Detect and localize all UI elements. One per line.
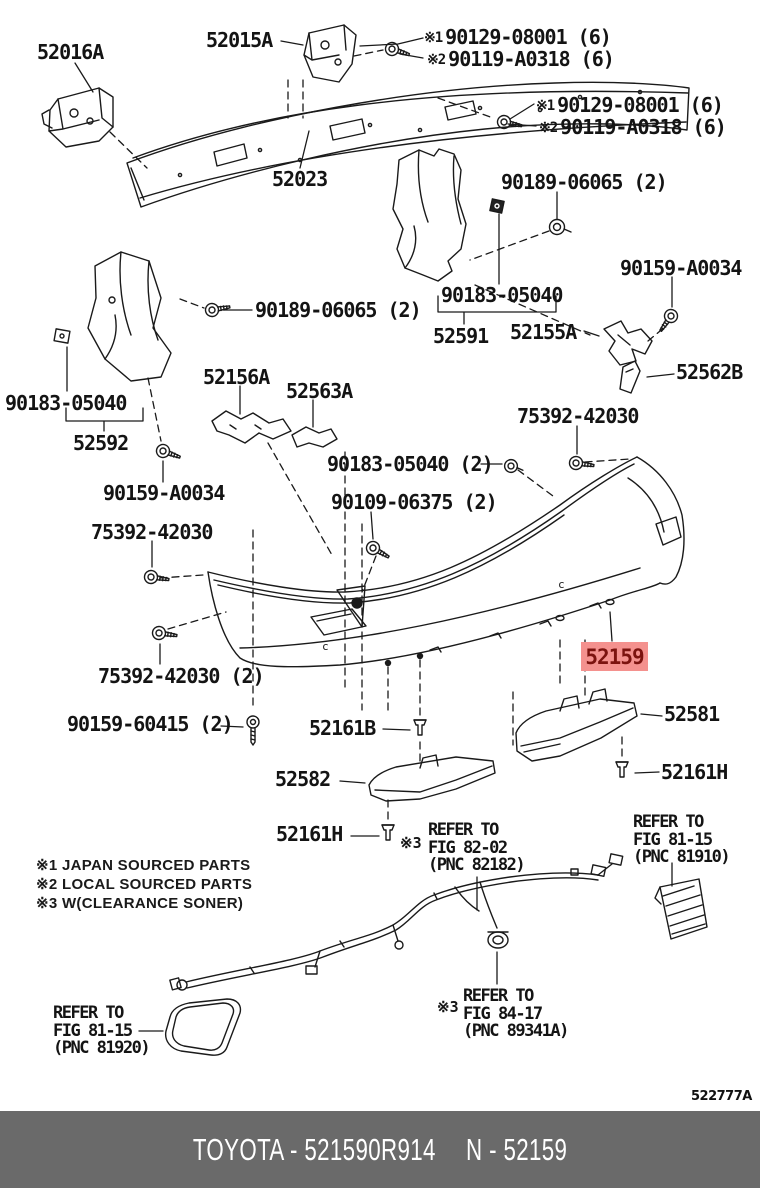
part-label-52563a[interactable]: 52563A — [286, 379, 353, 403]
part-label-75392-42030-a[interactable]: 75392-42030 — [91, 520, 213, 544]
ref-fig-81-15-right[interactable]: REFER TO FIG 81-15 (PNC 81910) — [633, 812, 731, 867]
leader-lines — [66, 38, 674, 1031]
ref-fig-81-15-left[interactable]: REFER TO FIG 81-15 (PNC 81920) — [53, 1003, 151, 1058]
part-label-90159-a0034-b[interactable]: 90159-A0034 — [103, 481, 225, 505]
footer-bar: TOYOTA - 521590R914 N - 52159 — [0, 1111, 760, 1188]
drawing-mark-c: c — [322, 640, 329, 653]
ref-marker-3b: ※3 — [437, 998, 459, 1016]
part-drawing-52581 — [516, 689, 637, 761]
part-drawing-52015a — [304, 25, 356, 82]
highlighted-part-label-52159[interactable]: 52159 — [581, 642, 648, 671]
part-drawing-52563a — [292, 427, 337, 447]
part-drawing-52155a — [604, 321, 652, 365]
note-clearance-sonar: ※3 W(CLEARANCE SONER) — [36, 895, 244, 912]
drawing-mark-c: c — [558, 578, 565, 591]
part-label-90109-06375[interactable]: 90109-06375 (2) — [331, 490, 498, 514]
part-label-52016a[interactable]: 52016A — [37, 40, 104, 64]
part-label-52161h-a[interactable]: 52161H — [276, 822, 343, 846]
part-label-90159-a0034-a[interactable]: 90159-A0034 — [620, 256, 742, 280]
part-drawing-52016a — [42, 88, 113, 147]
part-drawing-52582 — [369, 755, 495, 801]
part-drawing-52159-bumper: c c — [208, 457, 684, 667]
part-label-52155a[interactable]: 52155A — [510, 320, 577, 344]
sourcing-notes: ※1 JAPAN SOURCED PARTS ※2 LOCAL SOURCED … — [36, 856, 252, 913]
footer-catalog-number: TOYOTA - 521590R914 — [192, 1131, 436, 1167]
part-label-90189-06065-a[interactable]: 90189-06065 (2) — [501, 170, 668, 194]
part-label-90183-05040-a[interactable]: 90183-05040 — [441, 283, 563, 307]
part-label-75392-42030-c[interactable]: 75392-42030 (2) — [98, 664, 265, 688]
part-drawing-52156a — [212, 411, 291, 443]
part-label-52582[interactable]: 52582 — [275, 767, 331, 791]
part-label-52592[interactable]: 52592 — [73, 431, 129, 455]
note-local-sourced: ※2 LOCAL SOURCED PARTS — [36, 876, 253, 893]
part-label-75392-42030-b[interactable]: 75392-42030 — [517, 404, 639, 428]
part-label-52161b[interactable]: 52161B — [309, 716, 376, 740]
part-drawing-52562b — [620, 361, 640, 393]
ref-marker-3a: ※3 — [400, 834, 422, 852]
part-drawing-ref-81910 — [655, 879, 707, 939]
part-label-52023[interactable]: 52023 — [272, 167, 328, 191]
part-label-52562b[interactable]: 52562B — [676, 360, 743, 384]
note-japan-sourced: ※1 JAPAN SOURCED PARTS — [36, 857, 251, 874]
part-drawing-ref-81920 — [166, 999, 241, 1055]
part-label-52156a[interactable]: 52156A — [203, 365, 270, 389]
diagram-line-art: c c — [0, 0, 760, 1111]
part-label-52161h-b[interactable]: 52161H — [661, 760, 728, 784]
part-drawing-harness — [170, 854, 623, 990]
part-label-90183-05040-b[interactable]: 90183-05040 — [5, 391, 127, 415]
part-drawing-52023 — [127, 82, 689, 207]
part-label-52015a[interactable]: 52015A — [206, 28, 273, 52]
part-label-52581[interactable]: 52581 — [664, 702, 720, 726]
ref-fig-82-02[interactable]: REFER TO FIG 82-02 (PNC 82182) — [428, 820, 526, 875]
footer-pnc-number: N - 52159 — [465, 1131, 568, 1167]
diagram-code: 522777A — [691, 1089, 752, 1104]
ref-fig-84-17[interactable]: REFER TO FIG 84-17 (PNC 89341A) — [463, 986, 569, 1041]
part-label-52591[interactable]: 52591 — [433, 324, 489, 348]
part-label-90159-60415[interactable]: 90159-60415 (2) — [67, 712, 234, 736]
dashed-lines — [110, 50, 666, 823]
part-label-90189-06065-b[interactable]: 90189-06065 (2) — [255, 298, 422, 322]
part-label-90183-05040-c[interactable]: 90183-05040 (2) — [327, 452, 494, 476]
part-drawing-52592 — [54, 252, 171, 381]
part-drawing-52591 — [393, 149, 504, 281]
